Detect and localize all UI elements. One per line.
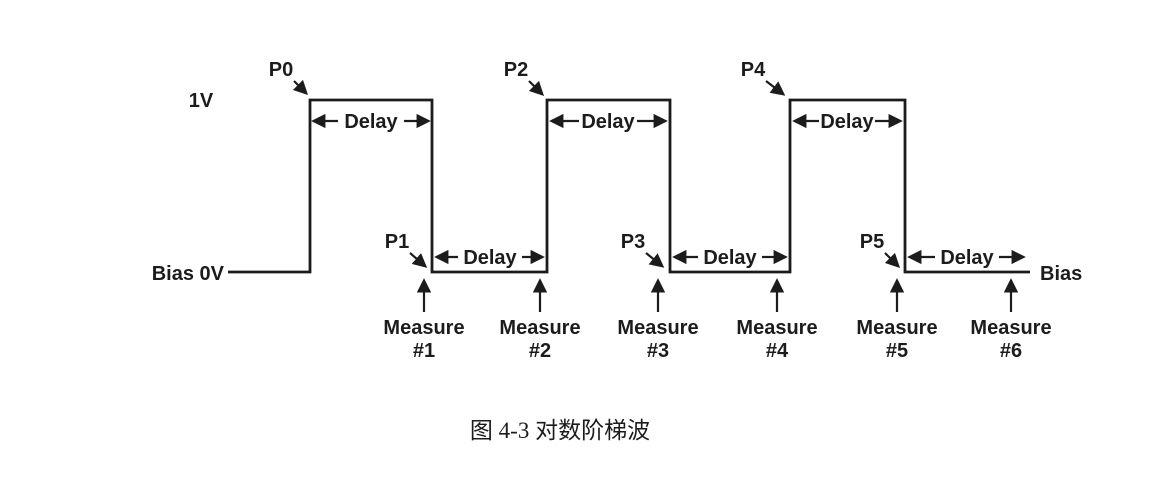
p4-label: P4 xyxy=(741,59,766,81)
p1-label: P1 xyxy=(385,231,409,253)
delay-annotation-top-3: Delay xyxy=(792,111,903,133)
p3-label: P3 xyxy=(621,231,645,253)
delay-label: Delay xyxy=(344,111,398,133)
measure-label-line1: Measure xyxy=(617,317,698,339)
delay-label: Delay xyxy=(581,111,635,133)
measure-annotation-5: Measure #5 xyxy=(856,278,938,362)
figure-caption: 图 4-3 对数阶梯波 xyxy=(470,418,650,443)
delay-annotation-top-2: Delay xyxy=(549,111,668,133)
measure-label-line2: #2 xyxy=(529,340,551,362)
p4-pointer-arrow-icon xyxy=(765,80,786,96)
measure-label-line2: #1 xyxy=(413,340,435,362)
delay-label: Delay xyxy=(703,247,757,269)
bias-left-label: Bias 0V xyxy=(152,263,225,285)
pulse-point-p2: P2 xyxy=(504,59,545,97)
measure-annotation-1: Measure #1 xyxy=(383,278,465,362)
measure-annotation-6: Measure #6 xyxy=(970,278,1052,362)
p0-label: P0 xyxy=(269,59,293,81)
delay-label: Delay xyxy=(820,111,874,133)
delay-annotation-bottom-1: Delay xyxy=(434,247,545,269)
measure-annotation-3: Measure #3 xyxy=(617,278,699,362)
measure-label-line1: Measure xyxy=(499,317,580,339)
high-level-label: 1V xyxy=(189,90,214,112)
p5-pointer-arrow-icon xyxy=(884,252,901,269)
measure-annotation-4: Measure #4 xyxy=(736,278,818,362)
p2-label: P2 xyxy=(504,59,528,81)
measure-label-line2: #3 xyxy=(647,340,669,362)
pulse-point-p0: P0 xyxy=(269,59,309,96)
delay-label: Delay xyxy=(940,247,994,269)
measure-label-line1: Measure xyxy=(383,317,464,339)
measure-label-line1: Measure xyxy=(736,317,817,339)
measure-label-line2: #4 xyxy=(766,340,789,362)
p2-pointer-arrow-icon xyxy=(528,80,545,97)
p5-label: P5 xyxy=(860,231,884,253)
pulse-point-p4: P4 xyxy=(741,59,786,96)
measure-label-line2: #6 xyxy=(1000,340,1022,362)
delay-annotation-bottom-2: Delay xyxy=(672,247,788,269)
pulse-point-p1: P1 xyxy=(385,231,428,268)
delay-annotation-top-1: Delay xyxy=(311,111,431,133)
measure-label-line1: Measure xyxy=(856,317,937,339)
p1-pointer-arrow-icon xyxy=(409,252,428,268)
pulse-point-p5: P5 xyxy=(860,231,901,269)
p3-pointer-arrow-icon xyxy=(645,252,665,268)
delay-label: Delay xyxy=(463,247,517,269)
bias-right-label: Bias xyxy=(1040,263,1082,285)
pulse-train-waveform xyxy=(228,98,1030,274)
pulse-point-p3: P3 xyxy=(621,231,665,268)
measure-label-line1: Measure xyxy=(970,317,1051,339)
p0-pointer-arrow-icon xyxy=(292,79,309,96)
measure-label-line2: #5 xyxy=(886,340,908,362)
measure-annotation-2: Measure #2 xyxy=(499,278,581,362)
delay-annotation-bottom-3: Delay xyxy=(907,247,1026,269)
